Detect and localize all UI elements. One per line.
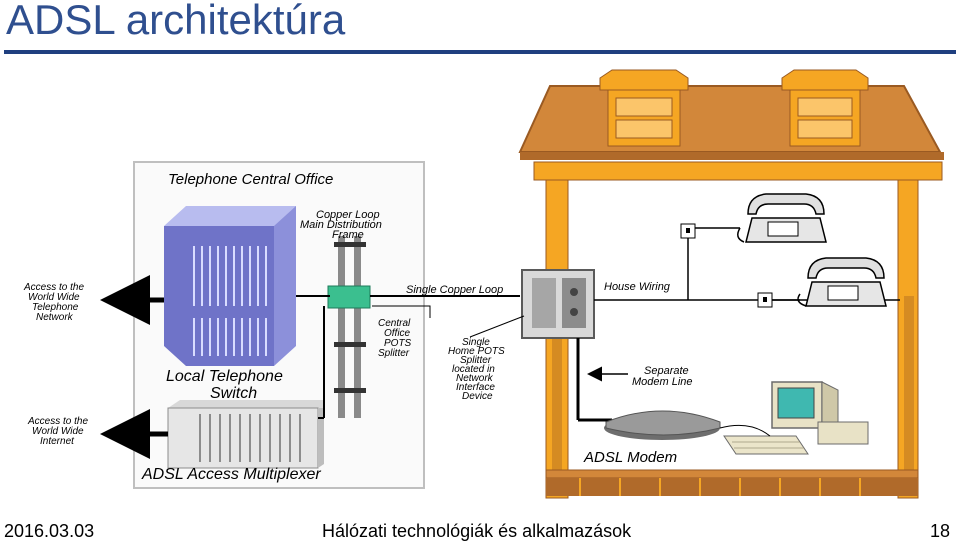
adsl-modem-label: ADSL Modem [583, 449, 677, 466]
local-switch-label-2: Switch [210, 385, 257, 402]
dslam-label: ADSL Access Multiplexer [141, 466, 321, 483]
home-splitter-label-3: Splitter [460, 355, 492, 366]
co-splitter-label-1: Central [378, 318, 411, 329]
local-switch-label-1: Local Telephone [166, 368, 283, 385]
home-splitter-label-2: Home POTS [448, 346, 505, 357]
copper-loop-label: Single Copper Loop [406, 284, 503, 296]
modem-line-label-2: Modem Line [632, 376, 693, 388]
telephone-icon [737, 193, 827, 243]
local-telephone-switch [164, 206, 296, 366]
page-number: 18 [929, 521, 950, 541]
telephone-network-label-2: World Wide [28, 292, 80, 303]
home-splitter-label-4: located in [452, 364, 495, 375]
computer-icon [719, 381, 869, 455]
co-splitter-label-3: POTS [384, 338, 412, 349]
co-splitter-label-2: Office [384, 328, 411, 339]
mdf-label-1: Copper Loop [316, 209, 380, 221]
home-splitter-label-6: Interface [456, 382, 495, 393]
internet-label-2: World Wide [32, 426, 84, 437]
co-splitter-label-4: Splitter [378, 348, 410, 359]
network-interface-device [521, 269, 595, 339]
mdf-label-3: Frame [332, 229, 364, 241]
house [518, 69, 944, 499]
adsl-modem-icon [604, 410, 721, 440]
telephone-network-label-3: Telephone [32, 302, 79, 313]
dslam [167, 400, 324, 469]
internet-label-1: Access to the [27, 416, 88, 427]
footer-date: 2016.03.03 [4, 521, 95, 541]
title-rule [4, 50, 956, 54]
house-wiring-label: House Wiring [604, 281, 671, 293]
home-splitter-label-5: Network [456, 373, 494, 384]
mdf-label-2: Main Distribution [300, 219, 382, 231]
slide-title: ADSL architektúra [6, 0, 346, 43]
adsl-diagram: Telephone Central Office Local Telephone… [23, 69, 944, 499]
telephone-network-label-4: Network [36, 312, 74, 323]
central-office-title: Telephone Central Office [168, 171, 333, 188]
internet-label-3: Internet [40, 436, 75, 447]
modem-line-label-1: Separate [644, 365, 689, 377]
telephone-network-label-1: Access to the [23, 282, 84, 293]
main-distribution-frame [327, 236, 371, 418]
home-splitter-label-1: Single [462, 337, 490, 348]
home-splitter-label-7: Device [462, 391, 493, 402]
footer-course-title: Hálózati technológiák és alkalmazások [322, 521, 632, 541]
telephone-icon [797, 257, 887, 307]
